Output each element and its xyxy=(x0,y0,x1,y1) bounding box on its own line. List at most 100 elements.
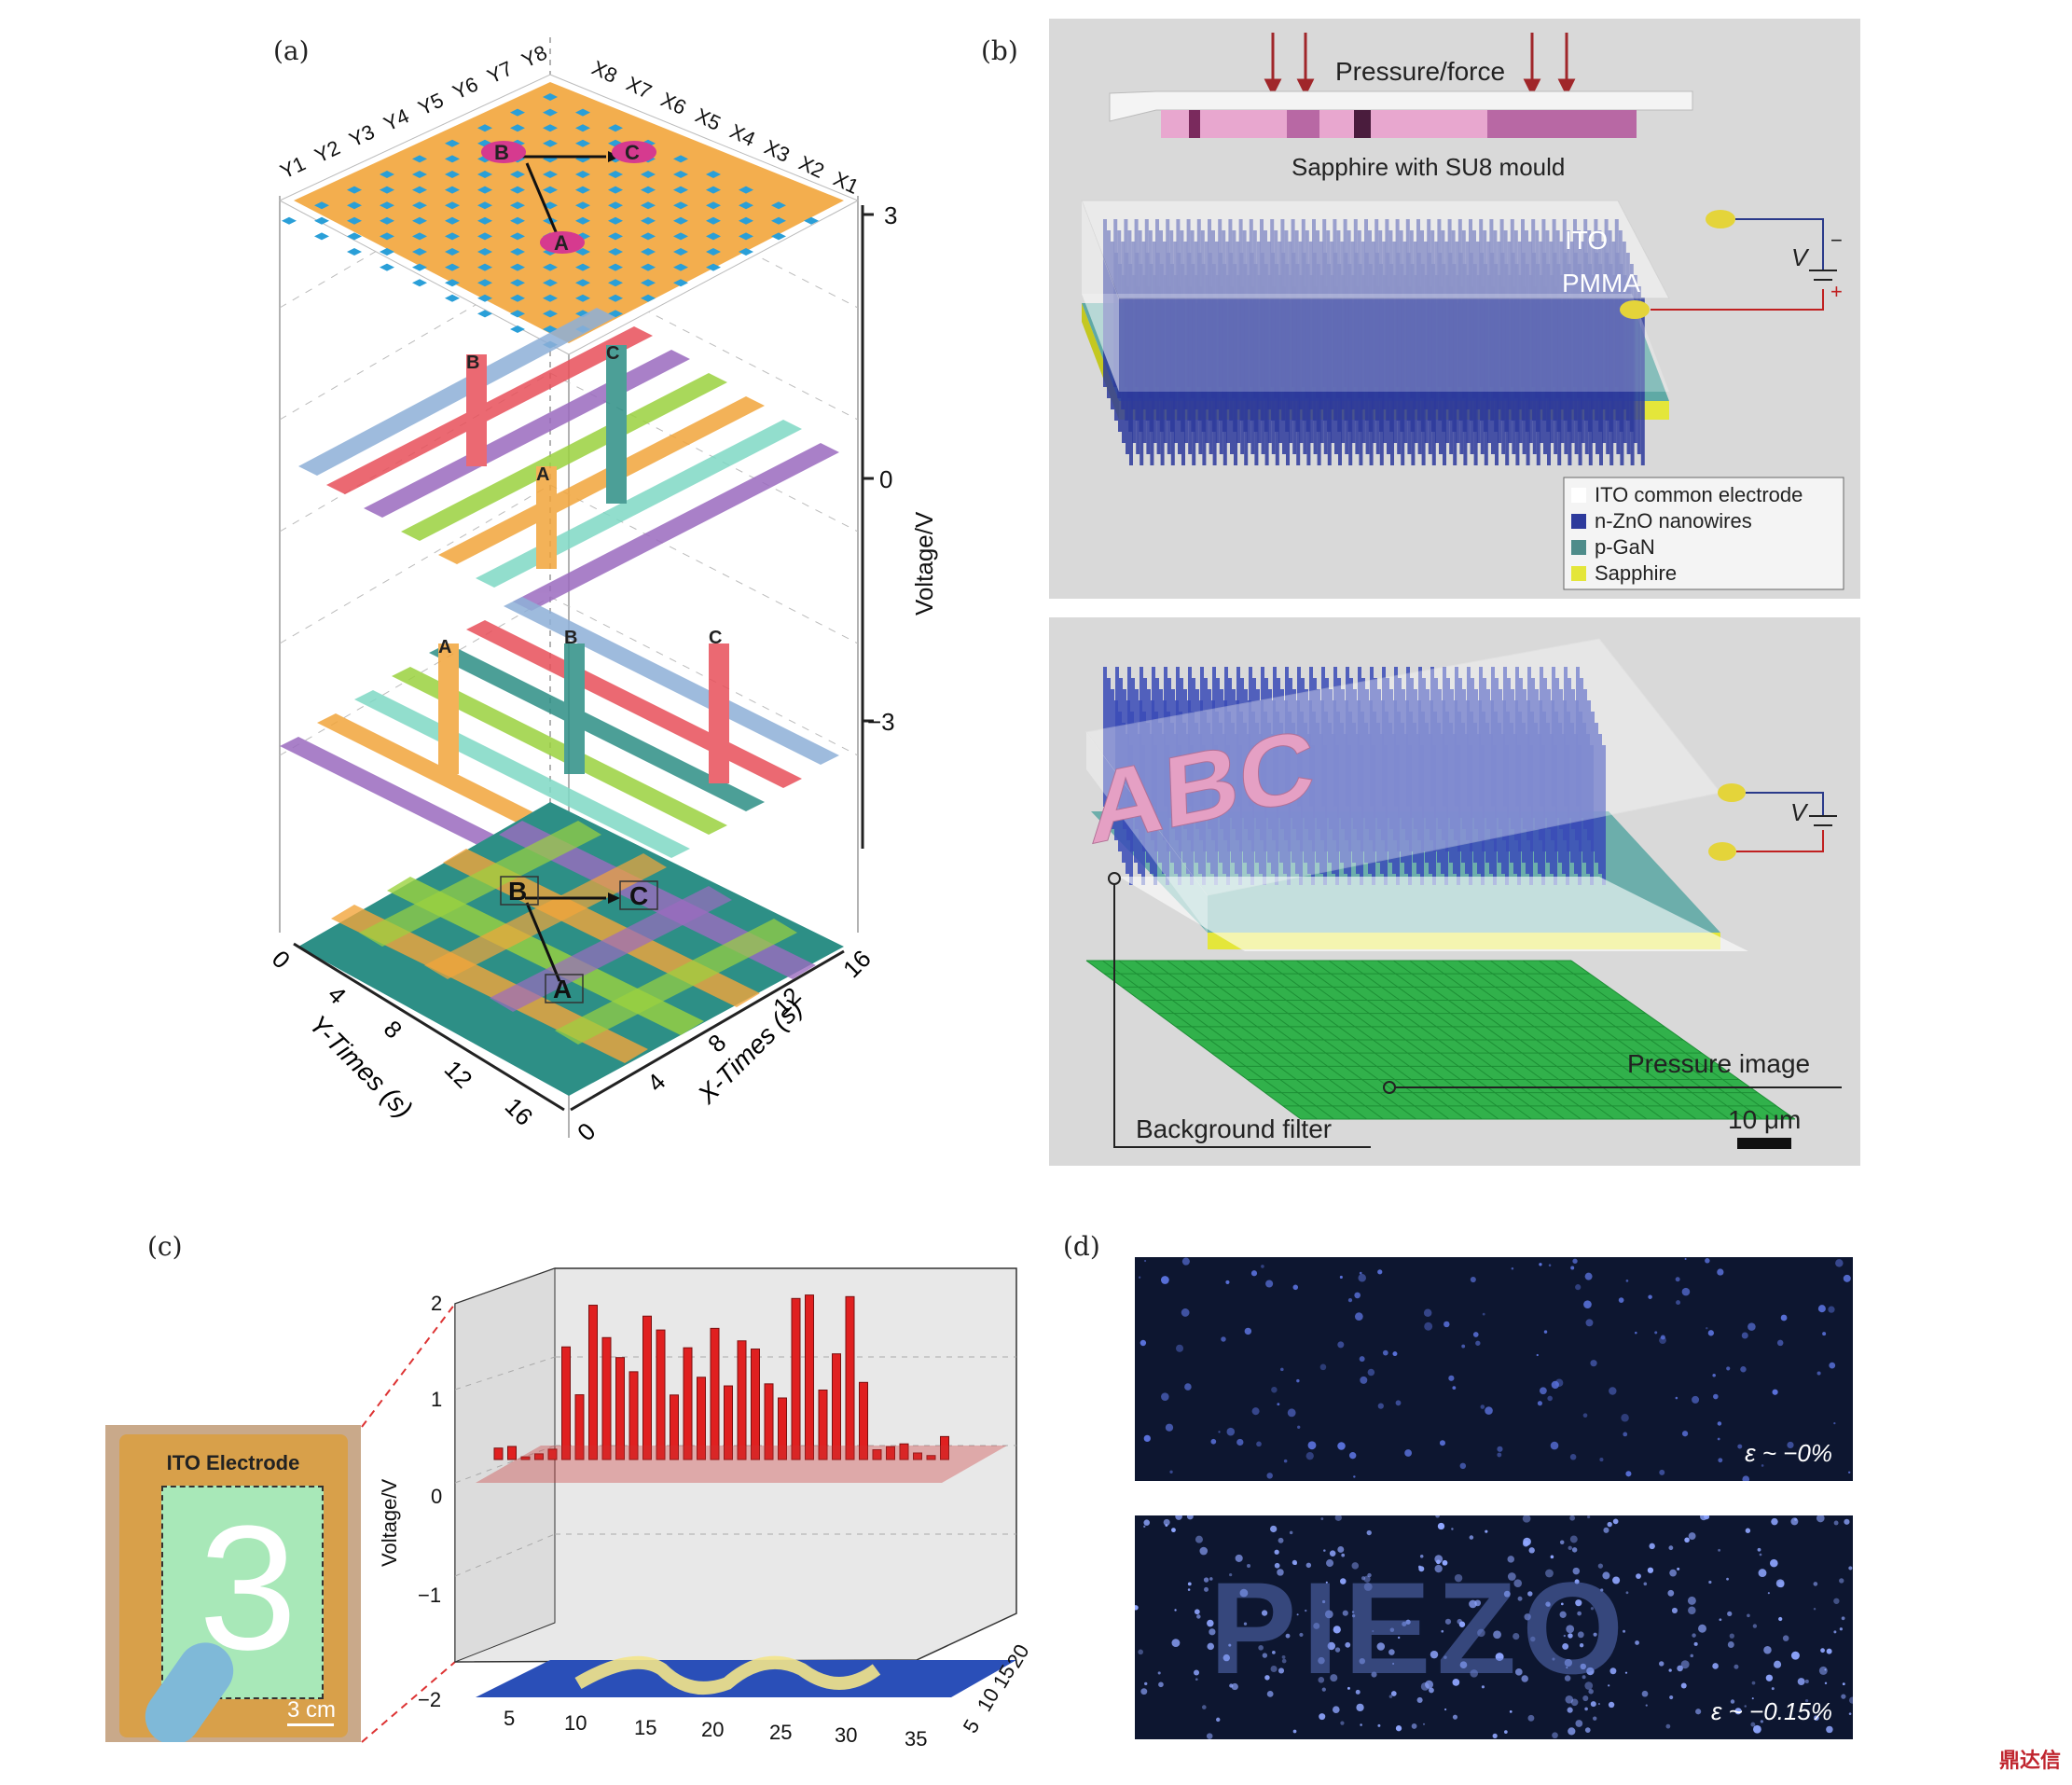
checker-cell xyxy=(412,232,427,241)
checker-cell xyxy=(543,294,558,302)
led-dot xyxy=(1765,1674,1774,1681)
projection-trace xyxy=(574,1655,881,1695)
led-dot xyxy=(1207,1642,1215,1651)
plus-label: + xyxy=(1830,280,1843,303)
checker-cell xyxy=(608,294,623,302)
voltage-bar xyxy=(778,1397,787,1460)
led-dot xyxy=(1404,1449,1413,1457)
z-tick-labels: 2 1 0 −1 −2 xyxy=(418,1292,442,1711)
led-dot xyxy=(1175,1515,1182,1520)
checker-cell xyxy=(543,108,558,117)
led-dot xyxy=(1207,1619,1214,1627)
led-dot xyxy=(1693,1641,1698,1646)
checker-cell xyxy=(641,294,656,302)
ito-label: ITO xyxy=(1565,226,1608,255)
led-dot xyxy=(1356,1703,1364,1712)
layer2-point-a: A xyxy=(438,637,451,657)
c-x-30: 30 xyxy=(835,1723,857,1747)
voltage-bar xyxy=(899,1443,909,1460)
led-dot xyxy=(1435,1515,1440,1518)
led-dot xyxy=(1261,1610,1268,1616)
led-dot xyxy=(1681,1287,1691,1296)
x-label-8: X8 xyxy=(588,56,621,88)
led-dot xyxy=(1550,1555,1554,1559)
led-dot xyxy=(1140,1688,1148,1695)
checker-cell xyxy=(641,186,656,194)
checker-cell xyxy=(543,310,558,318)
led-dot xyxy=(1572,1567,1581,1575)
voltage-bar xyxy=(737,1340,747,1460)
led-dot xyxy=(1843,1274,1851,1282)
voltage-bar xyxy=(818,1390,828,1460)
led-dot xyxy=(1718,1458,1723,1463)
led-dot xyxy=(1636,1573,1641,1579)
led-dot xyxy=(1570,1266,1575,1270)
led-dot xyxy=(1419,1555,1424,1558)
led-dot xyxy=(1225,1280,1230,1284)
led-dot xyxy=(1582,1413,1588,1418)
led-dot xyxy=(1574,1579,1580,1584)
led-dot xyxy=(1551,1380,1559,1390)
y-label-6: Y6 xyxy=(449,72,482,104)
led-dot xyxy=(1579,1643,1584,1648)
led-dot xyxy=(1750,1722,1756,1727)
led-dot xyxy=(1692,1395,1700,1404)
led-dot xyxy=(1351,1611,1355,1613)
led-dot xyxy=(1332,1706,1340,1714)
led-dot xyxy=(1676,1300,1681,1306)
led-dot xyxy=(1451,1528,1454,1530)
led-dot xyxy=(1457,1618,1462,1625)
led-dot xyxy=(1726,1577,1729,1581)
led-dot xyxy=(1552,1732,1558,1739)
led-dot xyxy=(1360,1723,1362,1726)
checker-cell xyxy=(575,124,590,132)
checker-cell xyxy=(510,294,525,302)
led-dot xyxy=(1833,1598,1840,1604)
y-label-5: Y5 xyxy=(415,88,448,119)
led-dot xyxy=(1470,1277,1476,1283)
led-dot xyxy=(1204,1586,1209,1592)
led-dot xyxy=(1271,1386,1278,1393)
led-dot xyxy=(1761,1464,1764,1467)
led-dot xyxy=(1229,1683,1234,1688)
checker-cell xyxy=(477,279,492,287)
checker-cell xyxy=(673,201,688,210)
checker-cell xyxy=(445,186,460,194)
led-dot xyxy=(1582,1675,1586,1680)
bottom-point-a: A xyxy=(553,975,572,1003)
checker-cell xyxy=(706,216,721,225)
led-dot xyxy=(1297,1425,1301,1429)
c-x-20: 20 xyxy=(701,1718,724,1741)
voltage-bar xyxy=(724,1385,733,1460)
led-dot xyxy=(1560,1602,1564,1606)
checker-cell xyxy=(575,294,590,302)
checker-cell xyxy=(608,171,623,178)
led-dot xyxy=(1469,1599,1477,1609)
led-dot xyxy=(1235,1554,1243,1562)
led-dot xyxy=(1138,1649,1143,1655)
checker-cell xyxy=(445,279,460,287)
checker-cell xyxy=(347,216,362,225)
led-dot xyxy=(1209,1577,1213,1581)
led-dot xyxy=(1201,1705,1207,1709)
led-dot xyxy=(1577,1631,1584,1639)
led-dot xyxy=(1752,1624,1758,1628)
panel-b-legend: ITO common electrode n-ZnO nanowires p-G… xyxy=(1563,477,1844,590)
checker-cell xyxy=(314,216,329,225)
scale-bar xyxy=(1737,1138,1791,1149)
led-dot xyxy=(1543,1330,1548,1334)
voltage-bars xyxy=(493,1294,949,1460)
led-dot xyxy=(1584,1272,1593,1280)
led-dot xyxy=(1717,1437,1720,1441)
led-dot xyxy=(1559,1540,1565,1544)
nanowires-2 xyxy=(1103,667,1606,885)
nanowires-1 xyxy=(1103,219,1645,465)
led-dot xyxy=(1334,1647,1341,1653)
checker-cell xyxy=(477,201,492,210)
led-dot xyxy=(1194,1609,1200,1615)
led-dot xyxy=(1452,1679,1460,1686)
led-dot xyxy=(1319,1713,1326,1721)
led-dot xyxy=(1392,1351,1398,1357)
panel-label-b: (b) xyxy=(981,35,1018,66)
layer1-point-b: B xyxy=(466,353,479,373)
